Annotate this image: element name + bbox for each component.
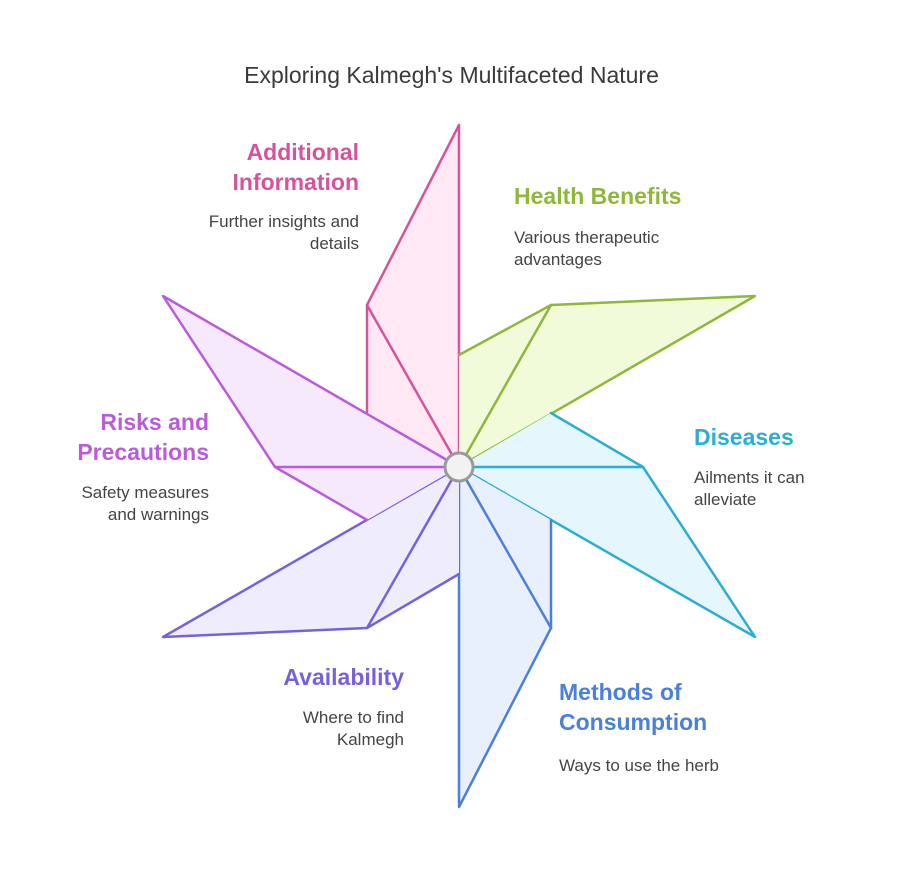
heading-line: Consumption [559, 709, 708, 735]
blade-risks-and-precautions [161, 294, 461, 522]
description-line: details [309, 234, 359, 253]
heading-line: Risks and [100, 409, 209, 435]
diagram-title: Exploring Kalmegh's Multifaceted Nature [244, 62, 659, 88]
availability-heading: Availability [200, 662, 404, 692]
description-line: alleviate [694, 490, 757, 509]
heading-line: Information [232, 169, 360, 195]
blade-additional-information [365, 123, 461, 469]
description-line: and warnings [107, 505, 209, 524]
methods-of-consumption-heading: Methods of Consumption [559, 677, 819, 737]
description-line: Various therapeutic [514, 228, 660, 247]
description-line: Ways to use the herb [559, 756, 720, 775]
heading-line: Health Benefits [514, 183, 682, 209]
additional-information-heading: Additional Information [160, 137, 360, 197]
description-line: Where to find [302, 708, 404, 727]
heading-line: Methods of [559, 679, 682, 705]
description-line: Kalmegh [336, 730, 404, 749]
methods-of-consumption-description: Ways to use the herb [559, 755, 819, 777]
description-line: advantages [514, 250, 602, 269]
health-benefits-description: Various therapeutic advantages [514, 227, 774, 271]
heading-line: Availability [283, 664, 404, 690]
blade-methods-of-consumption [457, 465, 553, 809]
availability-description: Where to find Kalmegh [200, 707, 404, 751]
center-hub [443, 451, 475, 483]
heading-line: Diseases [694, 424, 794, 450]
heading-line: Additional [246, 139, 359, 165]
description-line: Ailments it can [694, 468, 805, 487]
health-benefits-heading: Health Benefits [514, 181, 774, 211]
risks-and-precautions-heading: Risks and Precautions [20, 407, 209, 467]
blade-diseases [457, 411, 757, 639]
additional-information-description: Further insights and details [160, 211, 359, 255]
description-line: Further insights and [208, 212, 359, 231]
risks-and-precautions-description: Safety measures and warnings [20, 482, 209, 526]
diseases-heading: Diseases [694, 422, 894, 452]
heading-line: Precautions [77, 439, 209, 465]
diseases-description: Ailments it can alleviate [694, 467, 894, 511]
description-line: Safety measures [81, 483, 209, 502]
